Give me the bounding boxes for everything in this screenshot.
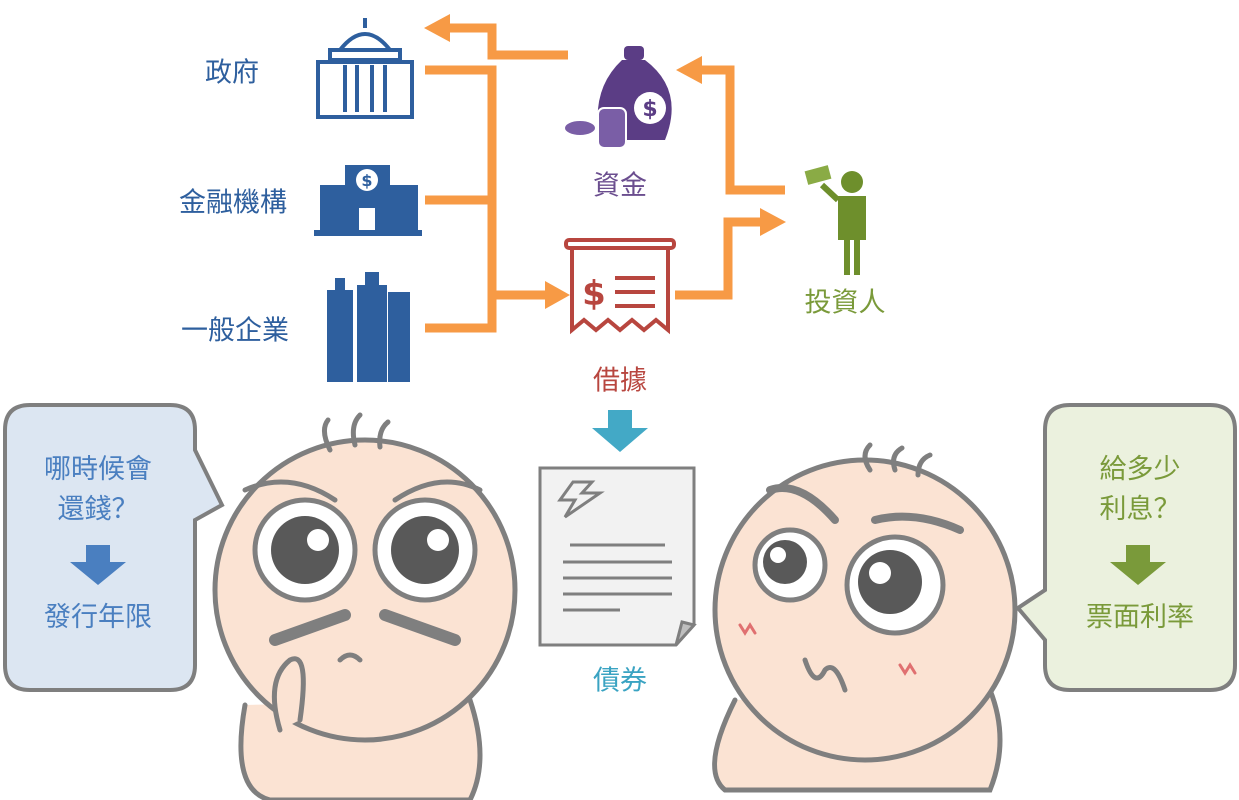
svg-text:$: $ bbox=[642, 97, 657, 122]
iou-label: 借據 bbox=[593, 365, 647, 397]
government-building-icon bbox=[316, 18, 414, 119]
right-bubble-question: 給多少 利息？ bbox=[1100, 450, 1181, 530]
question-line: 還錢？ bbox=[57, 494, 139, 525]
left-bubble-answer: 發行年限 bbox=[44, 602, 152, 633]
svg-text:$: $ bbox=[582, 274, 606, 314]
down-arrow-icon bbox=[592, 410, 648, 452]
issuer-label-corporation: 一般企業 bbox=[181, 315, 289, 347]
left-speech-bubble bbox=[3, 403, 225, 692]
worried-face-left bbox=[212, 412, 518, 800]
svg-text:$: $ bbox=[361, 171, 372, 190]
investor-label: 投資人 bbox=[804, 287, 886, 319]
funds-label: 資金 bbox=[593, 170, 647, 202]
question-line: 哪時候會 bbox=[44, 454, 152, 485]
bank-building-icon: $ bbox=[314, 165, 422, 236]
receipt-icon: $ bbox=[564, 238, 676, 335]
question-line: 給多少 bbox=[1099, 454, 1181, 485]
right-bubble-answer: 票面利率 bbox=[1086, 602, 1194, 633]
money-bag-icon: $ bbox=[563, 46, 672, 149]
arrow-investor-to-funds bbox=[700, 65, 785, 195]
confused-face-right bbox=[712, 442, 1018, 793]
down-arrow-icon bbox=[1110, 545, 1166, 585]
document-icon bbox=[538, 466, 697, 647]
investor-person-icon bbox=[804, 165, 866, 275]
arrow-funds-to-issuers bbox=[448, 23, 568, 60]
left-bubble-question: 哪時候會 還錢？ bbox=[44, 450, 152, 530]
down-arrow-icon bbox=[70, 545, 126, 585]
issuer-label-government: 政府 bbox=[205, 57, 259, 89]
arrow-iou-to-investor bbox=[675, 217, 762, 300]
flow-arrows bbox=[425, 23, 785, 333]
office-buildings-icon bbox=[327, 272, 410, 382]
bond-label: 債券 bbox=[593, 665, 647, 697]
issuer-label-financial-institution: 金融機構 bbox=[179, 187, 287, 219]
question-line: 利息？ bbox=[1099, 494, 1181, 525]
